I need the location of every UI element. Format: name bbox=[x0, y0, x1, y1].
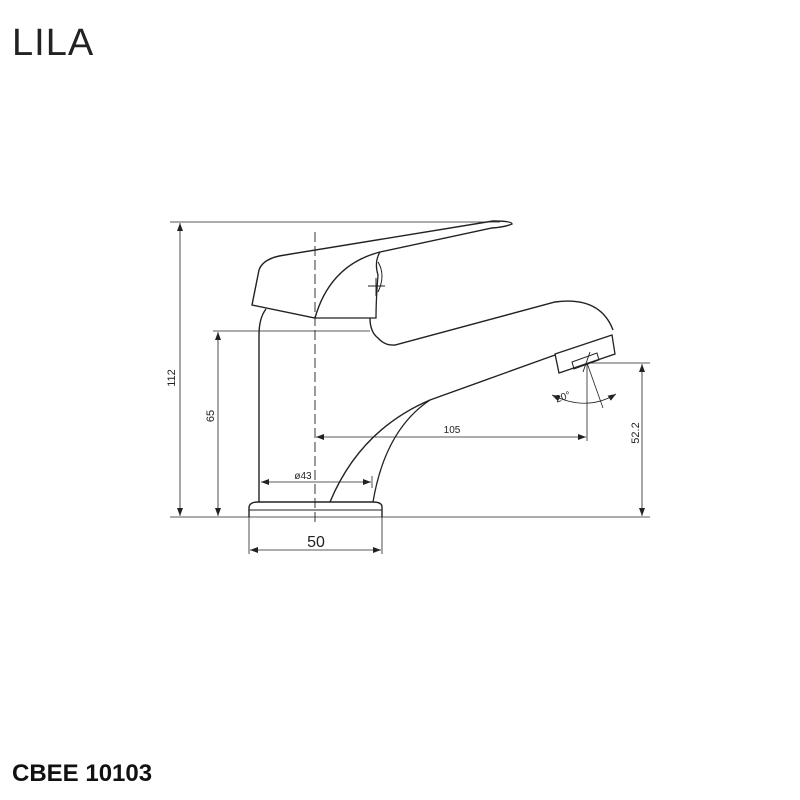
label-112: 112 bbox=[166, 369, 178, 387]
lever-handle bbox=[251, 220, 513, 319]
product-code: CBEE 10103 bbox=[12, 760, 153, 787]
label-52-2: 52.2 bbox=[630, 422, 642, 443]
aerator bbox=[554, 334, 616, 374]
label-20-degrees: 20° bbox=[554, 390, 572, 406]
handle-side bbox=[315, 251, 381, 319]
label-65: 65 bbox=[205, 410, 217, 422]
label-50: 50 bbox=[307, 534, 325, 551]
faucet-base bbox=[248, 501, 383, 517]
spout-top bbox=[369, 300, 614, 346]
product-name: LILA bbox=[12, 22, 95, 64]
spout-inner bbox=[372, 399, 431, 503]
angle-20-arc bbox=[551, 393, 617, 404]
label-105: 105 bbox=[444, 425, 461, 436]
label-ø43: ø43 bbox=[294, 471, 312, 482]
spout-bottom bbox=[329, 354, 556, 503]
faucet-body bbox=[258, 308, 267, 502]
